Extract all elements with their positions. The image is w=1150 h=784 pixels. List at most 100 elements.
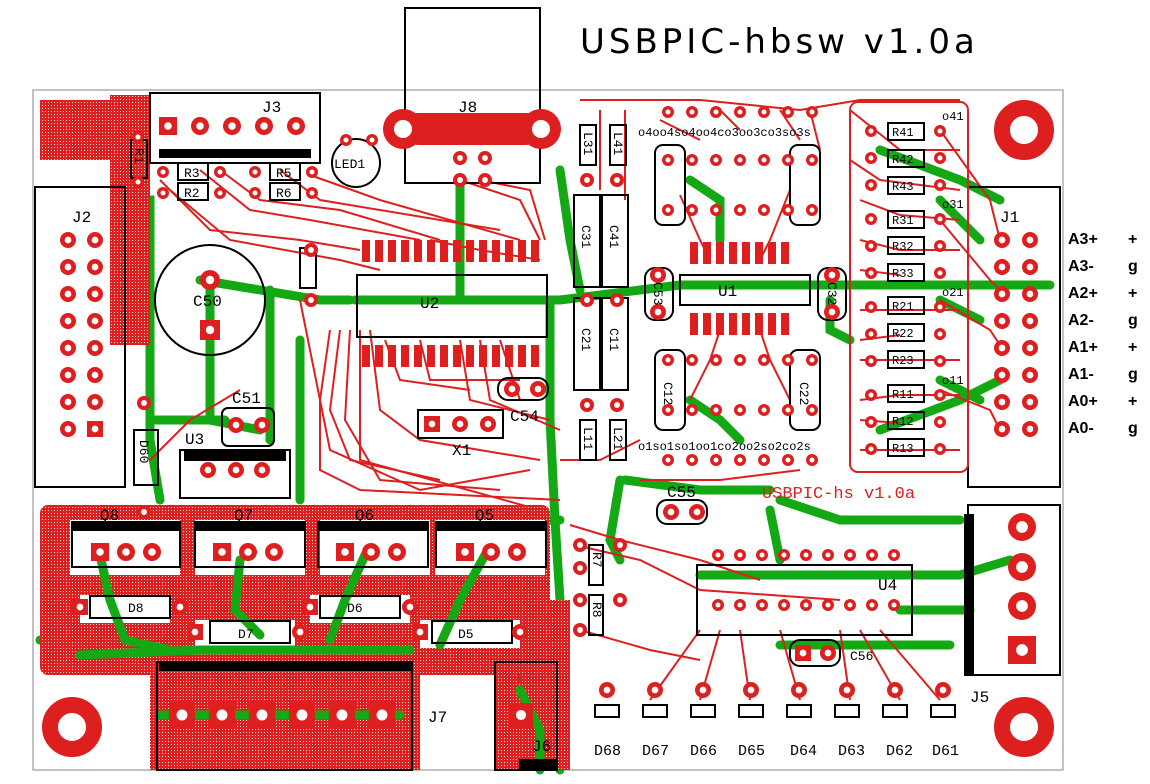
- pad-hole: [296, 709, 308, 721]
- pad-hole: [713, 457, 719, 463]
- label-D7: D7: [238, 627, 254, 642]
- pad-hole: [689, 157, 695, 163]
- pad-hole: [795, 686, 803, 694]
- pad-hole: [699, 686, 707, 694]
- pad-hole: [515, 709, 527, 721]
- pad-hole: [868, 155, 874, 161]
- pad-hole: [868, 270, 874, 276]
- label-R8: R8: [589, 602, 604, 618]
- pad-hole: [1026, 398, 1034, 406]
- label-D65: D65: [738, 743, 765, 760]
- label-D8: D8: [128, 601, 144, 616]
- pad-hole: [292, 122, 300, 130]
- label-R12: R12: [892, 415, 914, 429]
- label-R43: R43: [892, 180, 914, 194]
- pad-hole: [825, 552, 831, 558]
- pad-hole: [937, 304, 943, 310]
- pad-hole: [998, 398, 1006, 406]
- pad-hole: [737, 457, 743, 463]
- label-R31: R31: [892, 214, 914, 228]
- pad-hole: [376, 709, 388, 721]
- pad-hole: [713, 157, 719, 163]
- pad-hole: [937, 155, 943, 161]
- pad-hole: [406, 603, 414, 611]
- pad-hole: [482, 155, 488, 161]
- pad-hole: [428, 420, 436, 428]
- pad-hole: [1026, 317, 1034, 325]
- pad-hole: [393, 548, 401, 556]
- pad-hole: [191, 628, 199, 636]
- pad-hole: [761, 157, 767, 163]
- pad-hole: [614, 297, 620, 303]
- pad-hole: [369, 137, 375, 143]
- pad-hole: [141, 400, 147, 406]
- pad-hole: [937, 331, 943, 337]
- label-C55: C55: [667, 484, 696, 502]
- pad-hole: [614, 177, 620, 183]
- pad-hole: [513, 548, 521, 556]
- label-C31: C31: [578, 225, 593, 249]
- label-C50: C50: [193, 293, 222, 311]
- label-R13: R13: [892, 442, 914, 456]
- pad-hole: [737, 357, 743, 363]
- pad-hole: [1016, 521, 1028, 533]
- pad-hole: [713, 207, 719, 213]
- pad-hole: [64, 263, 72, 271]
- pad-hole: [306, 603, 314, 611]
- pad-hole: [1026, 344, 1034, 352]
- pad-hole: [785, 109, 791, 115]
- pad-hole: [998, 236, 1006, 244]
- pad-hole: [737, 552, 743, 558]
- pad-hole: [1026, 263, 1034, 271]
- pad-hole: [737, 207, 743, 213]
- label-C32: C32: [824, 282, 839, 305]
- pad-hole: [998, 344, 1006, 352]
- pad-hole: [217, 190, 223, 196]
- label-bottom-row: o1so1so1oo1co2oo2so2co2s: [638, 440, 811, 454]
- pad-hole: [998, 290, 1006, 298]
- pin-mark-a3-plus: +: [1128, 231, 1138, 248]
- pad-hole: [689, 357, 695, 363]
- led-smd-pads: [594, 704, 956, 718]
- pad-hole: [91, 425, 99, 433]
- led-smd-pad: [690, 704, 716, 718]
- label-o21: o21: [942, 286, 964, 300]
- label-C11: C11: [606, 328, 621, 352]
- label-D64: D64: [790, 743, 817, 760]
- pin-label-a1-minus: A1-: [1068, 366, 1094, 383]
- label-R6: R6: [276, 186, 292, 201]
- pad-hole: [654, 308, 662, 316]
- pin-mark-a3-minus: g: [1128, 258, 1138, 275]
- label-R7: R7: [589, 552, 604, 568]
- pad-hole: [308, 297, 314, 303]
- pad-hole: [869, 552, 875, 558]
- pad-hole: [196, 122, 204, 130]
- pad-hole: [341, 548, 349, 556]
- pad-hole: [828, 271, 836, 279]
- label-Q7: Q7: [234, 507, 253, 525]
- pad-hole: [868, 446, 874, 452]
- pad-hole: [689, 109, 695, 115]
- led-smd-pad: [834, 704, 860, 718]
- silkscreen-labels: J3 J8 J2 J1 U2 U1 U3 U4 Q8 Q7 Q6 Q5 C50 …: [72, 99, 1019, 756]
- label-X1: X1: [452, 442, 471, 460]
- pad-hole: [689, 457, 695, 463]
- pad-hole: [91, 236, 99, 244]
- label-top-row: o4oo4so4oo4co3oo3co3so3s: [638, 126, 811, 140]
- label-R11: R11: [892, 388, 914, 402]
- pad-hole: [64, 398, 72, 406]
- pad-hole: [803, 602, 809, 608]
- pin-mark-a2-minus: g: [1128, 312, 1138, 329]
- pad-hole: [868, 216, 874, 222]
- led-smd-pad: [930, 704, 956, 718]
- label-Q8: Q8: [100, 507, 119, 525]
- label-J1: J1: [1000, 209, 1019, 227]
- pad-hole: [667, 508, 675, 516]
- label-D61: D61: [932, 743, 959, 760]
- pad-hole: [828, 308, 836, 316]
- pad-hole: [809, 157, 815, 163]
- pad-hole: [891, 552, 897, 558]
- label-C56: C56: [850, 649, 873, 664]
- pad-hole: [244, 548, 252, 556]
- label-L41: L41: [610, 132, 625, 156]
